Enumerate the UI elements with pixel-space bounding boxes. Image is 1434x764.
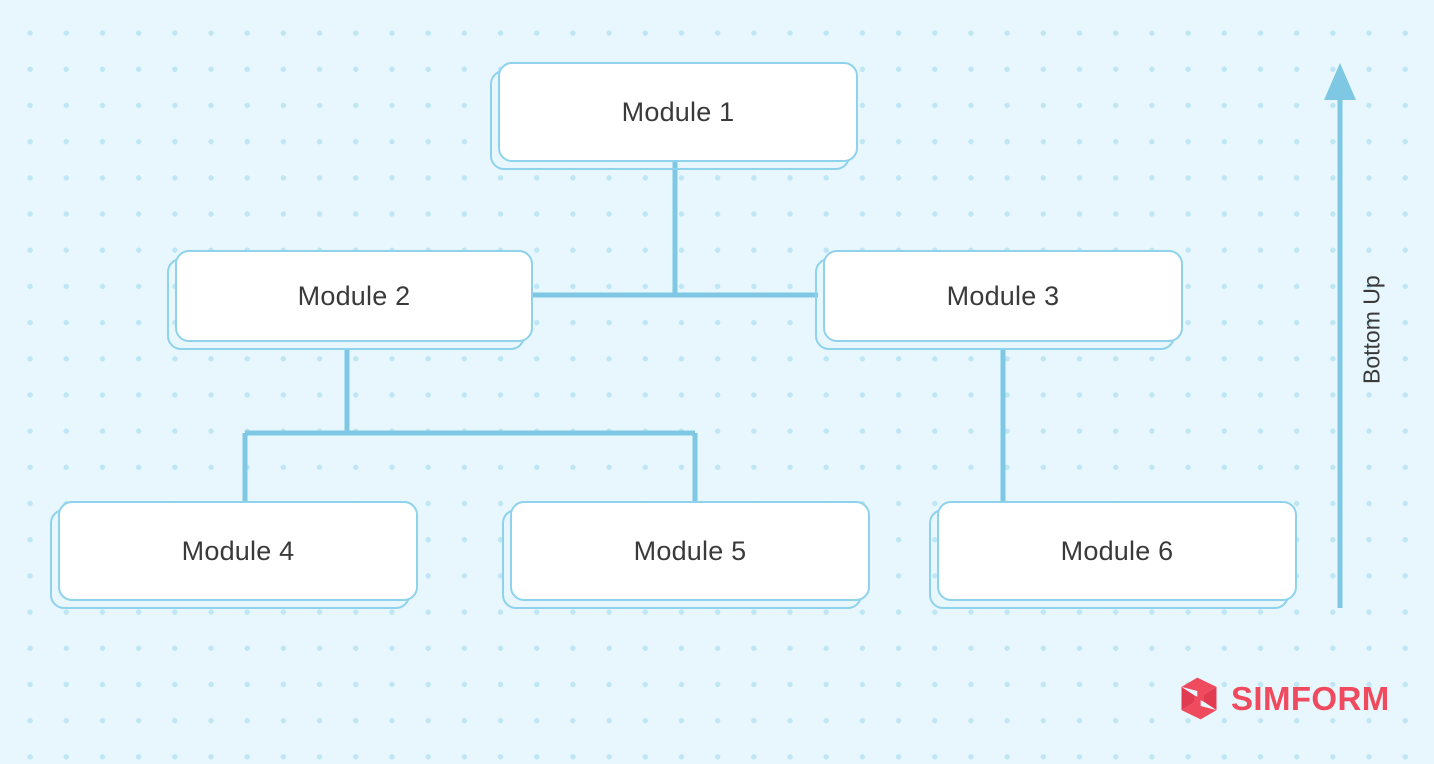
node-module-6[interactable]: Module 6 bbox=[929, 501, 1297, 609]
node-label: Module 6 bbox=[1060, 535, 1174, 566]
node-module-2[interactable]: Module 2 bbox=[167, 250, 533, 350]
direction-axis-label: Bottom Up bbox=[1358, 275, 1385, 385]
node-card[interactable]: Module 5 bbox=[510, 501, 870, 601]
node-card[interactable]: Module 2 bbox=[175, 250, 533, 342]
node-card[interactable]: Module 3 bbox=[823, 250, 1183, 342]
arrow-head-icon bbox=[1324, 63, 1356, 100]
node-label: Module 4 bbox=[181, 535, 295, 566]
simform-brand-logo: SIMFORM bbox=[1178, 676, 1390, 721]
node-module-5[interactable]: Module 5 bbox=[502, 501, 870, 609]
direction-arrow bbox=[1324, 63, 1356, 608]
node-module-3[interactable]: Module 3 bbox=[815, 250, 1183, 350]
node-module-1[interactable]: Module 1 bbox=[490, 62, 858, 170]
node-label: Module 2 bbox=[297, 280, 411, 311]
simform-wordmark: SIMFORM bbox=[1231, 680, 1390, 717]
node-module-4[interactable]: Module 4 bbox=[50, 501, 418, 609]
node-card[interactable]: Module 1 bbox=[498, 62, 858, 162]
simform-logo-icon bbox=[1181, 677, 1217, 720]
node-label: Module 3 bbox=[946, 280, 1060, 311]
node-card[interactable]: Module 6 bbox=[937, 501, 1297, 601]
node-card[interactable]: Module 4 bbox=[58, 501, 418, 601]
node-label: Module 5 bbox=[633, 535, 747, 566]
node-label: Module 1 bbox=[621, 96, 735, 127]
